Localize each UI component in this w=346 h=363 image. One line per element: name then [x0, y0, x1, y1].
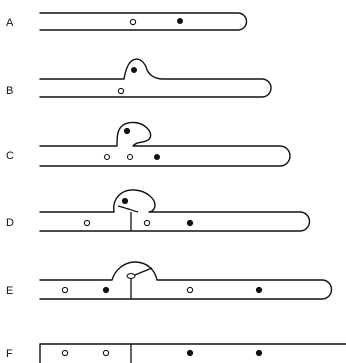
nucleus-filled-f1: [186, 349, 194, 357]
stage-label-f: F: [6, 348, 13, 360]
stage-label-e: E: [6, 285, 13, 297]
hypha-tube-a: [39, 12, 248, 31]
stage-b: B: [6, 58, 272, 98]
nucleus-open-d1: [83, 219, 91, 227]
nucleus-filled-b1: [130, 67, 137, 74]
nucleus-open-b1: [117, 87, 125, 95]
stage-label-d: D: [6, 217, 14, 229]
nucleus-filled-c1: [123, 127, 131, 135]
nucleus-filled-f2: [255, 349, 263, 357]
hypha-tube-b: [39, 58, 272, 98]
stage-label-b: B: [6, 85, 13, 97]
nucleus-open-f2: [102, 349, 110, 357]
nucleus-open-c2: [126, 153, 134, 161]
stage-a: A: [6, 12, 248, 31]
stage-f: F: [6, 343, 346, 363]
nucleus-filled-e1: [102, 286, 110, 294]
stage-label-a: A: [6, 17, 14, 29]
clamp-septum-d: [117, 205, 139, 213]
hypha-tube-d: [39, 189, 311, 232]
nucleus-filled-a1: [176, 17, 183, 24]
hypha-tube-e: [39, 261, 333, 300]
nucleus-filled-e2: [255, 286, 263, 294]
nucleus-open-f1: [61, 349, 69, 357]
clamp-nucleus-e: [126, 273, 136, 279]
nucleus-open-d2: [143, 219, 151, 227]
nucleus-filled-d2: [186, 219, 194, 227]
stage-c: C: [6, 121, 291, 167]
nucleus-filled-c2: [153, 153, 160, 160]
nucleus-open-e2: [186, 286, 194, 294]
hypha-tube-c: [39, 121, 291, 167]
nucleus-open-c1: [103, 153, 111, 161]
stage-label-c: C: [6, 150, 14, 162]
nucleus-open-a1: [129, 18, 137, 26]
hypha-tube-f: [39, 343, 346, 363]
nucleus-filled-d1: [121, 197, 129, 205]
stage-d: D: [6, 189, 311, 232]
stage-e: E: [6, 261, 333, 300]
nucleus-open-e1: [61, 286, 69, 294]
